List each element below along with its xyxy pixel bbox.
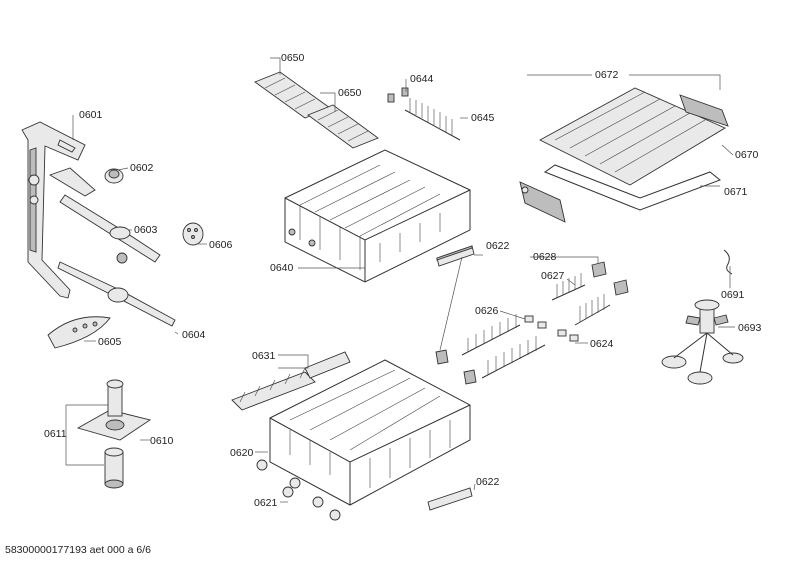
label-0650-mid: 0650: [338, 87, 362, 99]
part-labels: 0601 0602 0603 0604 0605 0606 0610 0611 …: [44, 52, 762, 509]
leader-lines: [65, 57, 735, 503]
label-0631: 0631: [252, 350, 276, 362]
label-0627: 0627: [541, 270, 565, 282]
upper-spray-arm-0603: [48, 167, 161, 264]
rack-insert-0650-b: [307, 104, 379, 149]
document-code: 58300000177193 aet 000 a 6/6: [5, 544, 151, 556]
label-0650-top: 0650: [281, 52, 305, 64]
nut-0602: [104, 168, 124, 184]
label-0672: 0672: [595, 69, 619, 81]
lower-basket-0620: [269, 359, 471, 506]
tine-rack-0645: [404, 98, 461, 141]
label-0640: 0640: [270, 262, 294, 274]
label-0691: 0691: [721, 289, 745, 301]
handle-0622-b: [427, 487, 473, 511]
label-0620: 0620: [230, 447, 254, 459]
label-0602: 0602: [130, 162, 154, 174]
clip-0691: [723, 249, 733, 275]
label-0622-lower: 0622: [476, 476, 500, 488]
fine-filter-0610: [76, 379, 152, 441]
label-0622-upper: 0622: [486, 240, 510, 252]
cutlery-tray-0670: [539, 87, 729, 186]
label-0605: 0605: [98, 336, 122, 348]
label-0621: 0621: [254, 497, 278, 509]
label-0606: 0606: [209, 239, 233, 251]
upper-basket-0640: [284, 149, 471, 283]
label-0626: 0626: [475, 305, 499, 317]
rack-insert-0631: [231, 351, 351, 411]
label-0645: 0645: [471, 112, 495, 124]
spray-disc-0605: [47, 316, 111, 349]
handle-0622-a: [436, 245, 475, 267]
clips-0628: [435, 261, 629, 385]
supply-pipe-0601: [21, 121, 86, 299]
cutlery-racks-0626: [461, 314, 546, 379]
label-0624: 0624: [590, 338, 614, 350]
label-0644: 0644: [410, 73, 434, 85]
label-0670: 0670: [735, 149, 759, 161]
label-0601: 0601: [79, 109, 103, 121]
label-0610: 0610: [150, 435, 174, 447]
clip-0644: [387, 87, 409, 103]
label-0628: 0628: [533, 251, 557, 263]
holders-0624: [524, 315, 579, 342]
label-0603: 0603: [134, 224, 158, 236]
label-0611: 0611: [44, 428, 67, 440]
label-0693: 0693: [738, 322, 762, 334]
label-0671: 0671: [724, 186, 748, 198]
label-0604: 0604: [182, 329, 206, 341]
tine-rack-0627: [551, 273, 611, 326]
micro-filter-0611: [104, 447, 124, 489]
filter-cap-0606: [182, 222, 204, 246]
rail-0671: [519, 164, 721, 223]
wheels-0621: [256, 459, 341, 521]
lower-spray-arm-0604: [57, 261, 176, 327]
spray-head-0693: [661, 299, 744, 385]
